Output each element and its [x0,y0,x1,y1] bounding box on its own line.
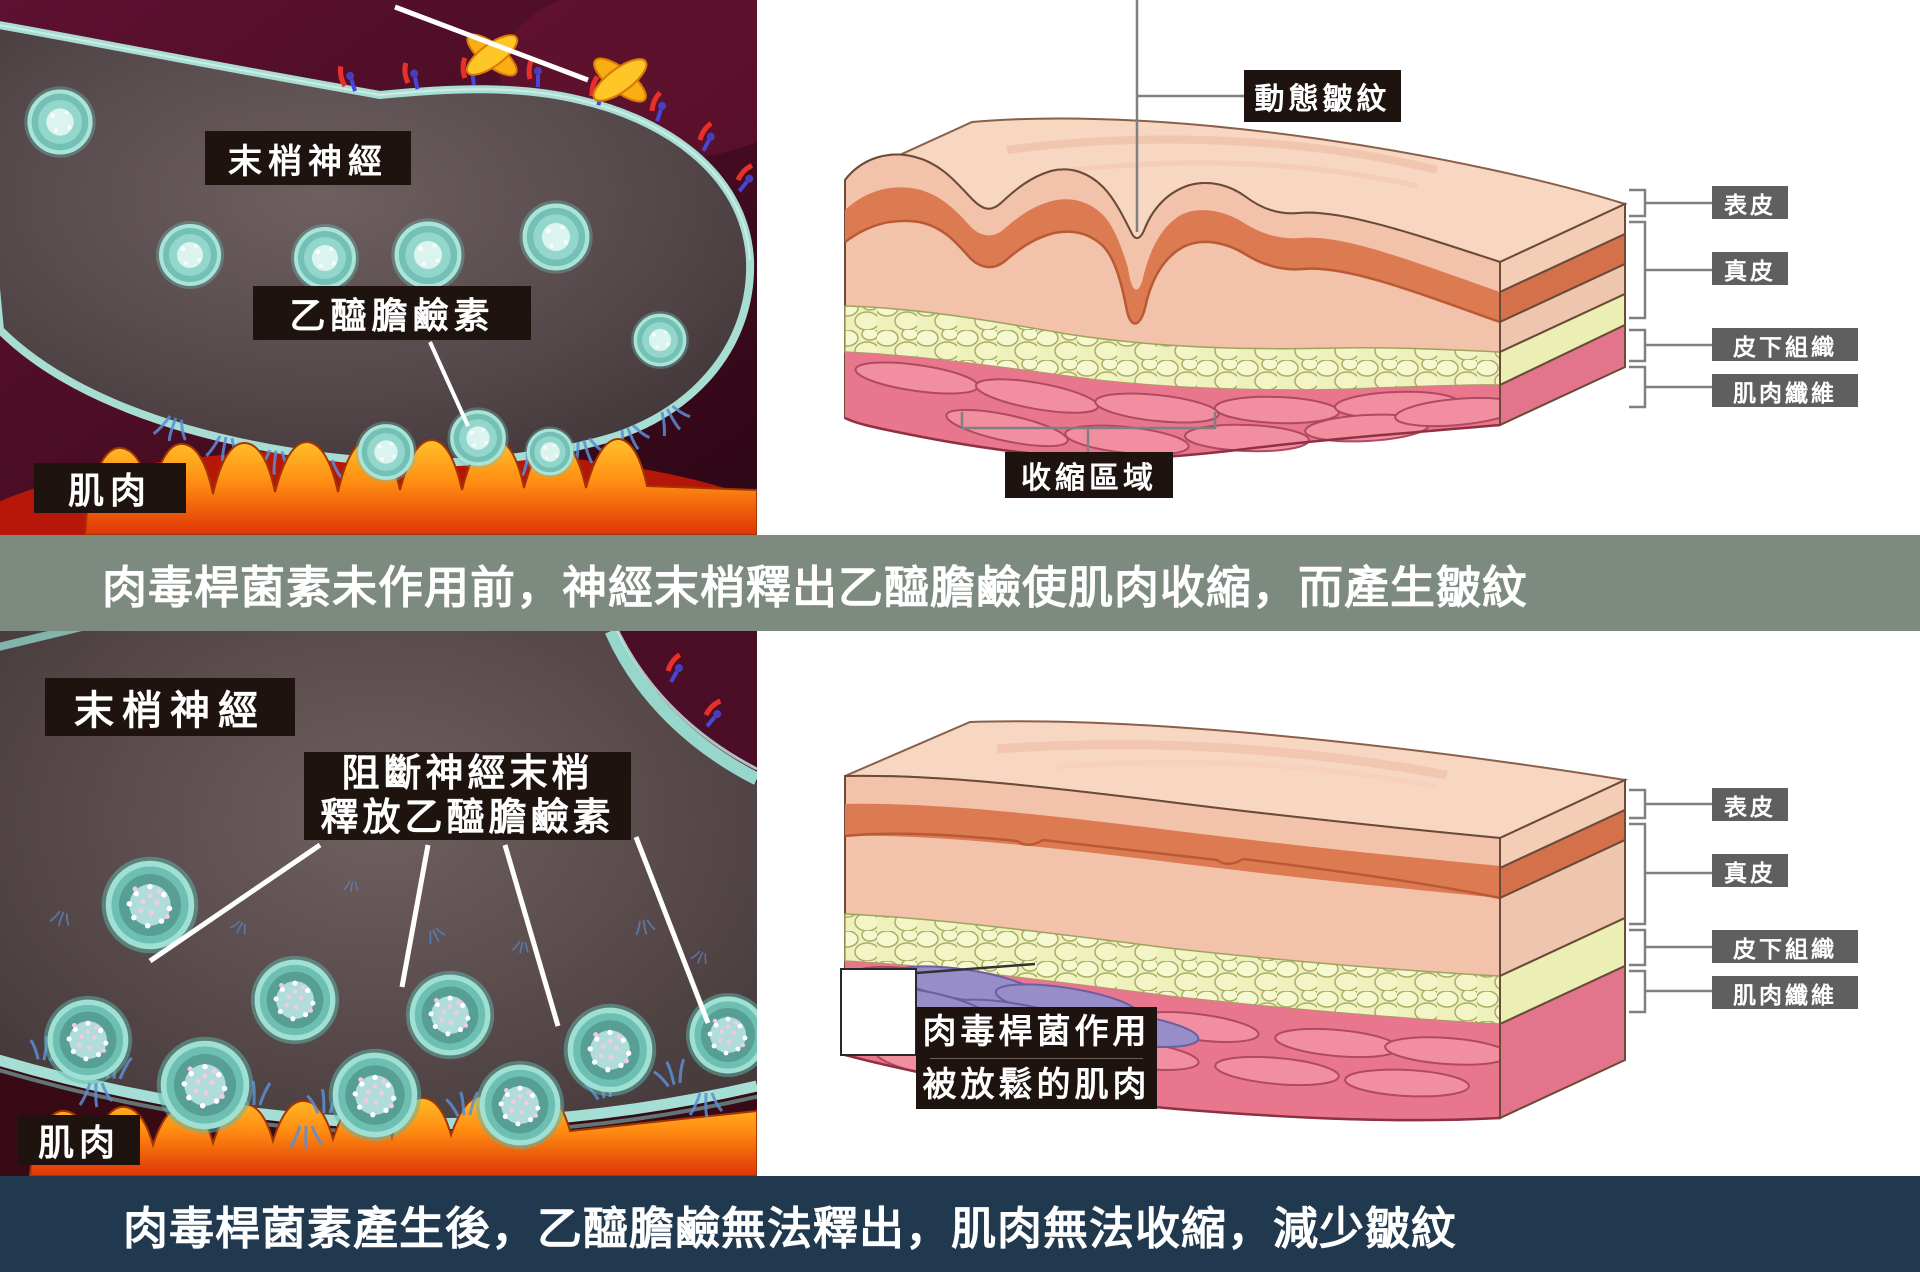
panel-nerve-after: 末梢神經 阻斷神經末梢 釋放乙醯膽鹼素 肌肉 [0,631,757,1176]
label-block-release-line2: 釋放乙醯膽鹼素 [320,797,615,839]
botox-connector-box [840,968,917,1056]
caption-before: 肉毒桿菌素未作用前，神經末梢釋出乙醯膽鹼使肌肉收縮，而產生皺紋 [0,535,1920,631]
label-subcutaneous-after-text: 皮下組織 [1733,935,1837,962]
label-botox-line2: 被放鬆的肌肉 [922,1065,1151,1104]
label-dermis-before: 真皮 [1712,252,1788,285]
label-block-release-line1: 阻斷神經末梢 [341,753,594,795]
caption-after-text: 肉毒桿菌素產生後，乙醯膽鹼無法釋出，肌肉無法收縮，減少皺紋 [122,1202,1457,1254]
label-muscle-after-text: 肌肉 [37,1122,120,1163]
label-dynamic-wrinkle-text: 動態皺紋 [1254,83,1391,116]
label-acetylcholine: 乙醯膽鹼素 [253,286,531,340]
label-contraction-area-text: 收縮區域 [1021,462,1157,495]
label-muscle-after: 肌肉 [18,1115,140,1165]
botox-connector-line [915,962,1036,975]
label-epidermis-before: 表皮 [1712,186,1788,219]
label-acetylcholine-text: 乙醯膽鹼素 [289,295,495,336]
label-epidermis-after: 表皮 [1712,788,1788,821]
label-muscle-fiber-after-text: 肌肉纖維 [1733,981,1837,1008]
label-terminal-nerve-text: 末梢神經 [228,142,388,181]
membrane-upper [605,631,757,785]
label-subcutaneous-before: 皮下組織 [1712,328,1858,361]
skin-side-face [1499,202,1626,427]
caption-after: 肉毒桿菌素產生後，乙醯膽鹼無法釋出，肌肉無法收縮，減少皺紋 [0,1176,1920,1272]
pointer-lines-block [148,836,711,1027]
label-dermis-before-text: 真皮 [1724,257,1776,284]
label-botox-divider [930,1057,1143,1059]
label-epidermis-after-text: 表皮 [1724,793,1776,820]
label-botox-relaxed-muscle: 肉毒桿菌作用 被放鬆的肌肉 [916,1007,1157,1109]
label-botox-line1: 肉毒桿菌作用 [922,1012,1151,1051]
pointer-line-acetylcholine [428,341,470,427]
label-epidermis-before-text: 表皮 [1724,191,1776,218]
annotation-connectors [960,0,1712,452]
label-dermis-after: 真皮 [1712,854,1788,887]
skin-block-after-illustration [840,720,1712,1122]
label-dynamic-wrinkle: 動態皺紋 [1244,70,1401,122]
panel-skin-before: 動態皺紋 收縮區域 表皮 真皮 皮下組織 肌肉纖維 [757,0,1920,535]
label-contraction-area: 收縮區域 [1005,452,1173,498]
label-subcutaneous-after: 皮下組織 [1712,930,1858,963]
label-terminal-nerve-after-text: 末梢神經 [74,689,266,733]
panel-skin-after: 表皮 真皮 皮下組織 肌肉纖維 肉毒桿菌作用 被放鬆的肌肉 [757,631,1920,1176]
label-muscle-fiber-before: 肌肉纖維 [1712,374,1858,407]
annotation-connectors-after [1629,788,1712,1014]
nerve-terminal-before-illustration [0,0,757,535]
skin-block-before-illustration [844,0,1712,461]
label-muscle-before: 肌肉 [34,463,186,513]
outside-matrix [618,631,757,783]
label-muscle-before-text: 肌肉 [67,470,152,511]
label-muscle-fiber-before-text: 肌肉纖維 [1733,379,1837,406]
label-terminal-nerve-after: 末梢神經 [45,678,295,736]
label-block-release: 阻斷神經末梢 釋放乙醯膽鹼素 [304,752,631,840]
label-dermis-after-text: 真皮 [1724,859,1776,886]
label-muscle-fiber-after: 肌肉纖維 [1712,976,1858,1009]
skin-epidermis-band [845,187,1500,324]
skin-epidermis-band-after [845,803,1500,898]
pointer-line-receptor [394,4,589,83]
caption-before-text: 肉毒桿菌素未作用前，神經末梢釋出乙醯膽鹼使肌肉收縮，而產生皺紋 [101,561,1528,613]
panel-nerve-before: 末梢神經 乙醯膽鹼素 肌肉 [0,0,757,535]
skin-side-face-after [1499,778,1626,1120]
label-terminal-nerve: 末梢神經 [205,131,411,185]
label-subcutaneous-before-text: 皮下組織 [1733,333,1837,360]
